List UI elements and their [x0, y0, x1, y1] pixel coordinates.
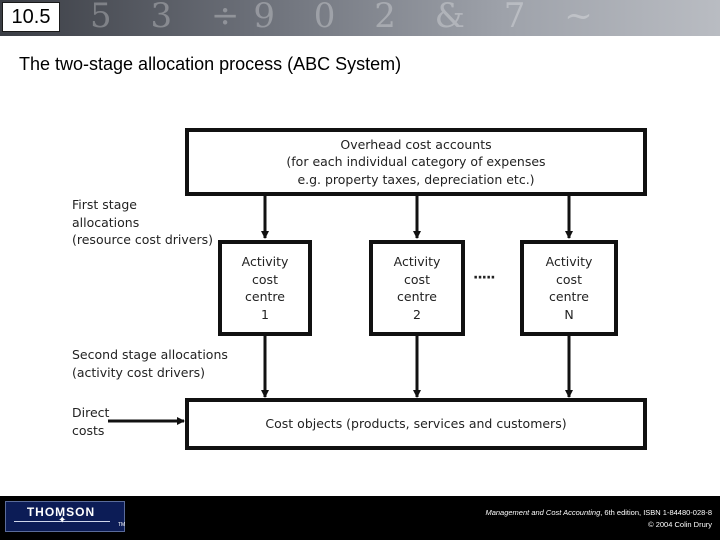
slide-title: The two-stage allocation process (ABC Sy… [19, 54, 402, 74]
first-stage-label: First stage allocations (resource cost d… [72, 196, 213, 249]
slide-number: 10.5 [2, 2, 60, 32]
direct-costs-line: Direct [72, 405, 110, 420]
logo-star-icon: ✦ [58, 515, 67, 526]
second-stage-line: Second stage allocations [72, 347, 228, 362]
activity-line: N [564, 306, 574, 322]
activity-line: Activity [545, 254, 593, 269]
activity-cost-centre-2: Activity cost centre 2 [369, 240, 465, 336]
header-banner: 5 3 ÷9 0 2 & 7 ~ [0, 0, 720, 36]
activity-line: cost [404, 271, 430, 287]
first-stage-line: allocations [72, 214, 140, 230]
cost-objects-label: Cost objects (products, services and cus… [265, 416, 567, 432]
edition-isbn: , 6th edition, ISBN 1-84480-028-8 [600, 508, 712, 517]
activity-line: cost [252, 271, 278, 287]
activity-line: 2 [413, 306, 421, 322]
overhead-cost-accounts-box: Overhead cost accounts (for each individ… [185, 128, 647, 196]
ellipsis-dots: ····· [473, 270, 496, 286]
activity-line: 1 [261, 306, 269, 322]
activity-line: Activity [241, 254, 289, 269]
direct-costs-line: costs [72, 422, 105, 438]
copyright: © 2004 Colin Drury [648, 520, 712, 529]
book-title: Management and Cost Accounting [485, 508, 601, 517]
first-stage-line: (resource cost drivers) [72, 232, 213, 247]
first-stage-line: First stage [72, 197, 137, 212]
footer-bar: THOMSON ✦ TM Management and Cost Account… [0, 496, 720, 540]
logo-trademark: TM [118, 522, 126, 528]
thomson-logo: THOMSON ✦ TM [5, 501, 125, 532]
activity-cost-centre-1: Activity cost centre 1 [218, 240, 312, 336]
second-stage-line: (activity cost drivers) [72, 364, 205, 380]
activity-line: cost [556, 271, 582, 287]
activity-cost-centre-n: Activity cost centre N [520, 240, 618, 336]
overhead-line: (for each individual category of expense… [286, 154, 546, 170]
activity-line: centre [549, 289, 589, 304]
banner-decoration: 5 3 ÷9 0 2 & 7 ~ [90, 0, 607, 36]
logo-text: THOMSON [26, 505, 96, 519]
footer-citation: Management and Cost Accounting, 6th edit… [485, 507, 712, 531]
overhead-line: Overhead cost accounts [340, 136, 492, 152]
activity-line: Activity [393, 254, 441, 269]
overhead-line: e.g. property taxes, depreciation etc.) [297, 171, 535, 187]
cost-objects-box: Cost objects (products, services and cus… [185, 398, 647, 450]
activity-line: centre [245, 289, 285, 304]
logo-divider [14, 521, 110, 522]
second-stage-label: Second stage allocations (activity cost … [72, 346, 228, 381]
direct-costs-label: Direct costs [72, 404, 109, 439]
activity-line: centre [397, 289, 437, 304]
